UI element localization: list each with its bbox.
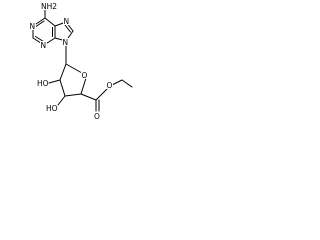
bond-set xyxy=(32,9,133,112)
bond-o-c4prime xyxy=(80,77,87,95)
bond-c2prime-oh xyxy=(48,79,61,84)
bond-o-ethyl xyxy=(111,79,123,86)
n1-label: N xyxy=(30,22,36,31)
bond-ethyl xyxy=(121,79,133,88)
ester-o-label: O xyxy=(107,81,113,90)
label-bg-ring-o xyxy=(81,71,88,79)
label-bg-n3 xyxy=(40,41,47,49)
ho-lower-label: HO xyxy=(46,104,58,113)
structure-canvas: NH2 N N N N O HO HO O O xyxy=(0,0,140,143)
n3-label: N xyxy=(41,41,47,50)
bond-c1prime-o xyxy=(65,63,83,74)
ho-upper-label: HO xyxy=(37,79,49,88)
carbonyl-o-label: O xyxy=(94,112,100,121)
bond-c6-n1-double xyxy=(35,20,45,27)
ring-o-label: O xyxy=(82,71,88,80)
bond-c2-n3-double xyxy=(35,36,44,42)
label-bg-amine xyxy=(41,2,55,10)
label-bg-n1 xyxy=(29,22,36,30)
amine-label: NH2 xyxy=(41,2,57,11)
n9-label: N xyxy=(63,38,69,47)
bond-c2prime-c1prime xyxy=(59,63,67,81)
bond-n7-c8-double xyxy=(64,24,71,33)
bond-c5-c6 xyxy=(44,17,56,27)
label-bg-n7 xyxy=(63,17,70,25)
label-bg-n9 xyxy=(62,38,69,46)
bond-carbonyl-o xyxy=(95,88,108,101)
molecule-drawing: NH2 N N N N O HO HO O O xyxy=(29,2,133,121)
bond-c4prime-carbonyl xyxy=(80,93,97,101)
n7-label: N xyxy=(64,17,70,26)
bond-c3prime-oh xyxy=(57,95,66,106)
bond-c4prime-c3prime xyxy=(64,93,82,97)
bond-c3prime-c2prime xyxy=(59,79,66,97)
atom-labels: NH2 N N N N O HO HO O O xyxy=(29,2,113,121)
label-bg-ester-o xyxy=(106,81,113,89)
